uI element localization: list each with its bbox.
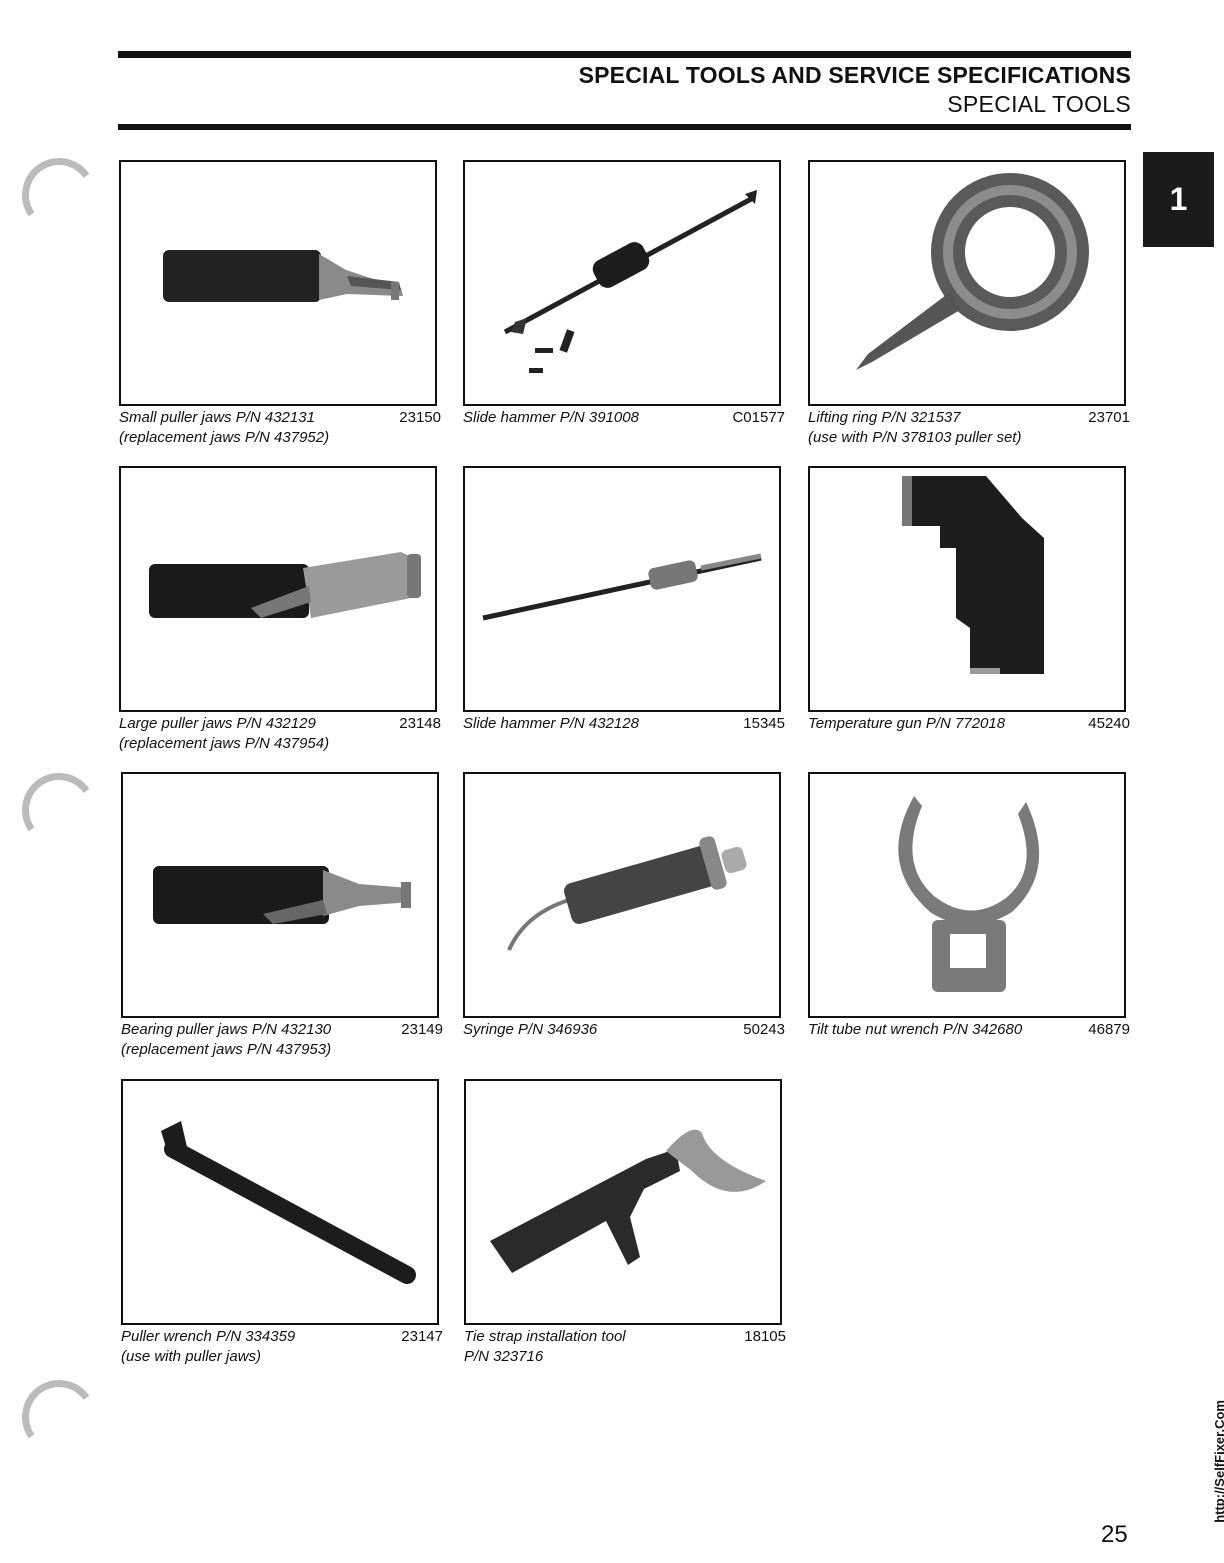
tool-caption: Tilt tube nut wrench P/N 342680	[808, 1020, 1128, 1040]
tool-image-frame	[464, 1079, 782, 1325]
figure-code: 23149	[401, 1021, 443, 1038]
page-number: 25	[1101, 1521, 1128, 1548]
tool-caption: Slide hammer P/N 391008	[463, 408, 783, 428]
figure-code: 45240	[1088, 715, 1130, 732]
tool-caption: Slide hammer P/N 432128	[463, 714, 783, 734]
tool-caption: Temperature gun P/N 772018	[808, 714, 1128, 734]
tool-image-frame	[119, 160, 437, 406]
tie-strap-tool-image	[490, 1129, 766, 1273]
figure-code: 23148	[399, 715, 441, 732]
tool-image-frame	[463, 160, 781, 406]
tool-note: (use with puller jaws)	[121, 1348, 262, 1365]
tool-note: (replacement jaws P/N 437954)	[119, 735, 330, 752]
tool-image-frame	[808, 772, 1126, 1018]
small-puller-jaws-image	[163, 250, 403, 302]
header-bottom-rule	[118, 124, 1131, 130]
lifting-ring-image	[856, 173, 1089, 370]
tilt-tube-nut-wrench-image	[898, 796, 1040, 992]
figure-code: 46879	[1088, 1021, 1130, 1038]
temperature-gun-image	[902, 476, 1044, 674]
page-subtitle: SPECIAL TOOLS	[947, 91, 1131, 117]
figure-code: 50243	[743, 1021, 785, 1038]
tool-image-frame	[463, 466, 781, 712]
tool-caption: Large puller jaws P/N 432129 (replacemen…	[119, 714, 439, 754]
binder-hole	[16, 152, 102, 238]
tool-caption: Puller wrench P/N 334359 (use with pulle…	[121, 1327, 441, 1367]
tool-caption: Lifting ring P/N 321537 (use with P/N 37…	[808, 408, 1128, 448]
tool-note: (replacement jaws P/N 437952)	[119, 429, 330, 446]
page-title: SPECIAL TOOLS AND SERVICE SPECIFICATIONS	[578, 62, 1131, 88]
tool-note: (replacement jaws P/N 437953)	[121, 1041, 332, 1058]
syringe-image	[507, 836, 747, 951]
bearing-puller-jaws-image	[153, 866, 411, 924]
side-watermark-link: http://SelfFixer.Com	[1212, 1400, 1224, 1523]
tool-image-frame	[121, 1079, 439, 1325]
tool-note: (use with P/N 378103 puller set)	[808, 429, 1022, 446]
tool-caption: Tie strap installation tool P/N 323716	[464, 1327, 784, 1367]
tool-caption: Syringe P/N 346936	[463, 1020, 783, 1040]
figure-code: 23150	[399, 409, 441, 426]
figure-code: 23147	[401, 1328, 443, 1345]
tool-name: Temperature gun P/N 772018	[808, 715, 1006, 732]
tool-caption: Bearing puller jaws P/N 432130 (replacem…	[121, 1020, 441, 1060]
tool-note: P/N 323716	[464, 1348, 544, 1365]
figure-code: 23701	[1088, 409, 1130, 426]
slide-hammer-image	[503, 190, 757, 373]
binder-hole	[16, 767, 102, 853]
tool-name: Tie strap installation tool	[464, 1328, 626, 1345]
tool-name: Slide hammer P/N 432128	[463, 715, 639, 732]
tool-name: Lifting ring P/N 321537	[808, 409, 961, 426]
header-top-rule	[118, 51, 1131, 58]
slide-hammer-image	[482, 553, 762, 621]
tool-name: Puller wrench P/N 334359	[121, 1328, 296, 1345]
tool-name: Syringe P/N 346936	[463, 1021, 598, 1038]
figure-code: 15345	[743, 715, 785, 732]
tool-name: Bearing puller jaws P/N 432130	[121, 1021, 332, 1038]
tool-name: Large puller jaws P/N 432129	[119, 715, 316, 732]
tool-image-frame	[808, 160, 1126, 406]
large-puller-jaws-image	[149, 552, 421, 618]
tool-image-frame	[463, 772, 781, 1018]
tool-image-frame	[121, 772, 439, 1018]
section-tab: 1	[1143, 152, 1214, 247]
tool-name: Tilt tube nut wrench P/N 342680	[808, 1021, 1023, 1038]
tool-image-frame	[808, 466, 1126, 712]
tool-caption: Small puller jaws P/N 432131 (replacemen…	[119, 408, 439, 448]
binder-hole	[16, 1374, 102, 1460]
tool-image-frame	[119, 466, 437, 712]
tool-name: Slide hammer P/N 391008	[463, 409, 639, 426]
figure-code: C01577	[732, 409, 785, 426]
figure-code: 18105	[744, 1328, 786, 1345]
tool-name: Small puller jaws P/N 432131	[119, 409, 315, 426]
puller-wrench-image	[161, 1121, 416, 1284]
